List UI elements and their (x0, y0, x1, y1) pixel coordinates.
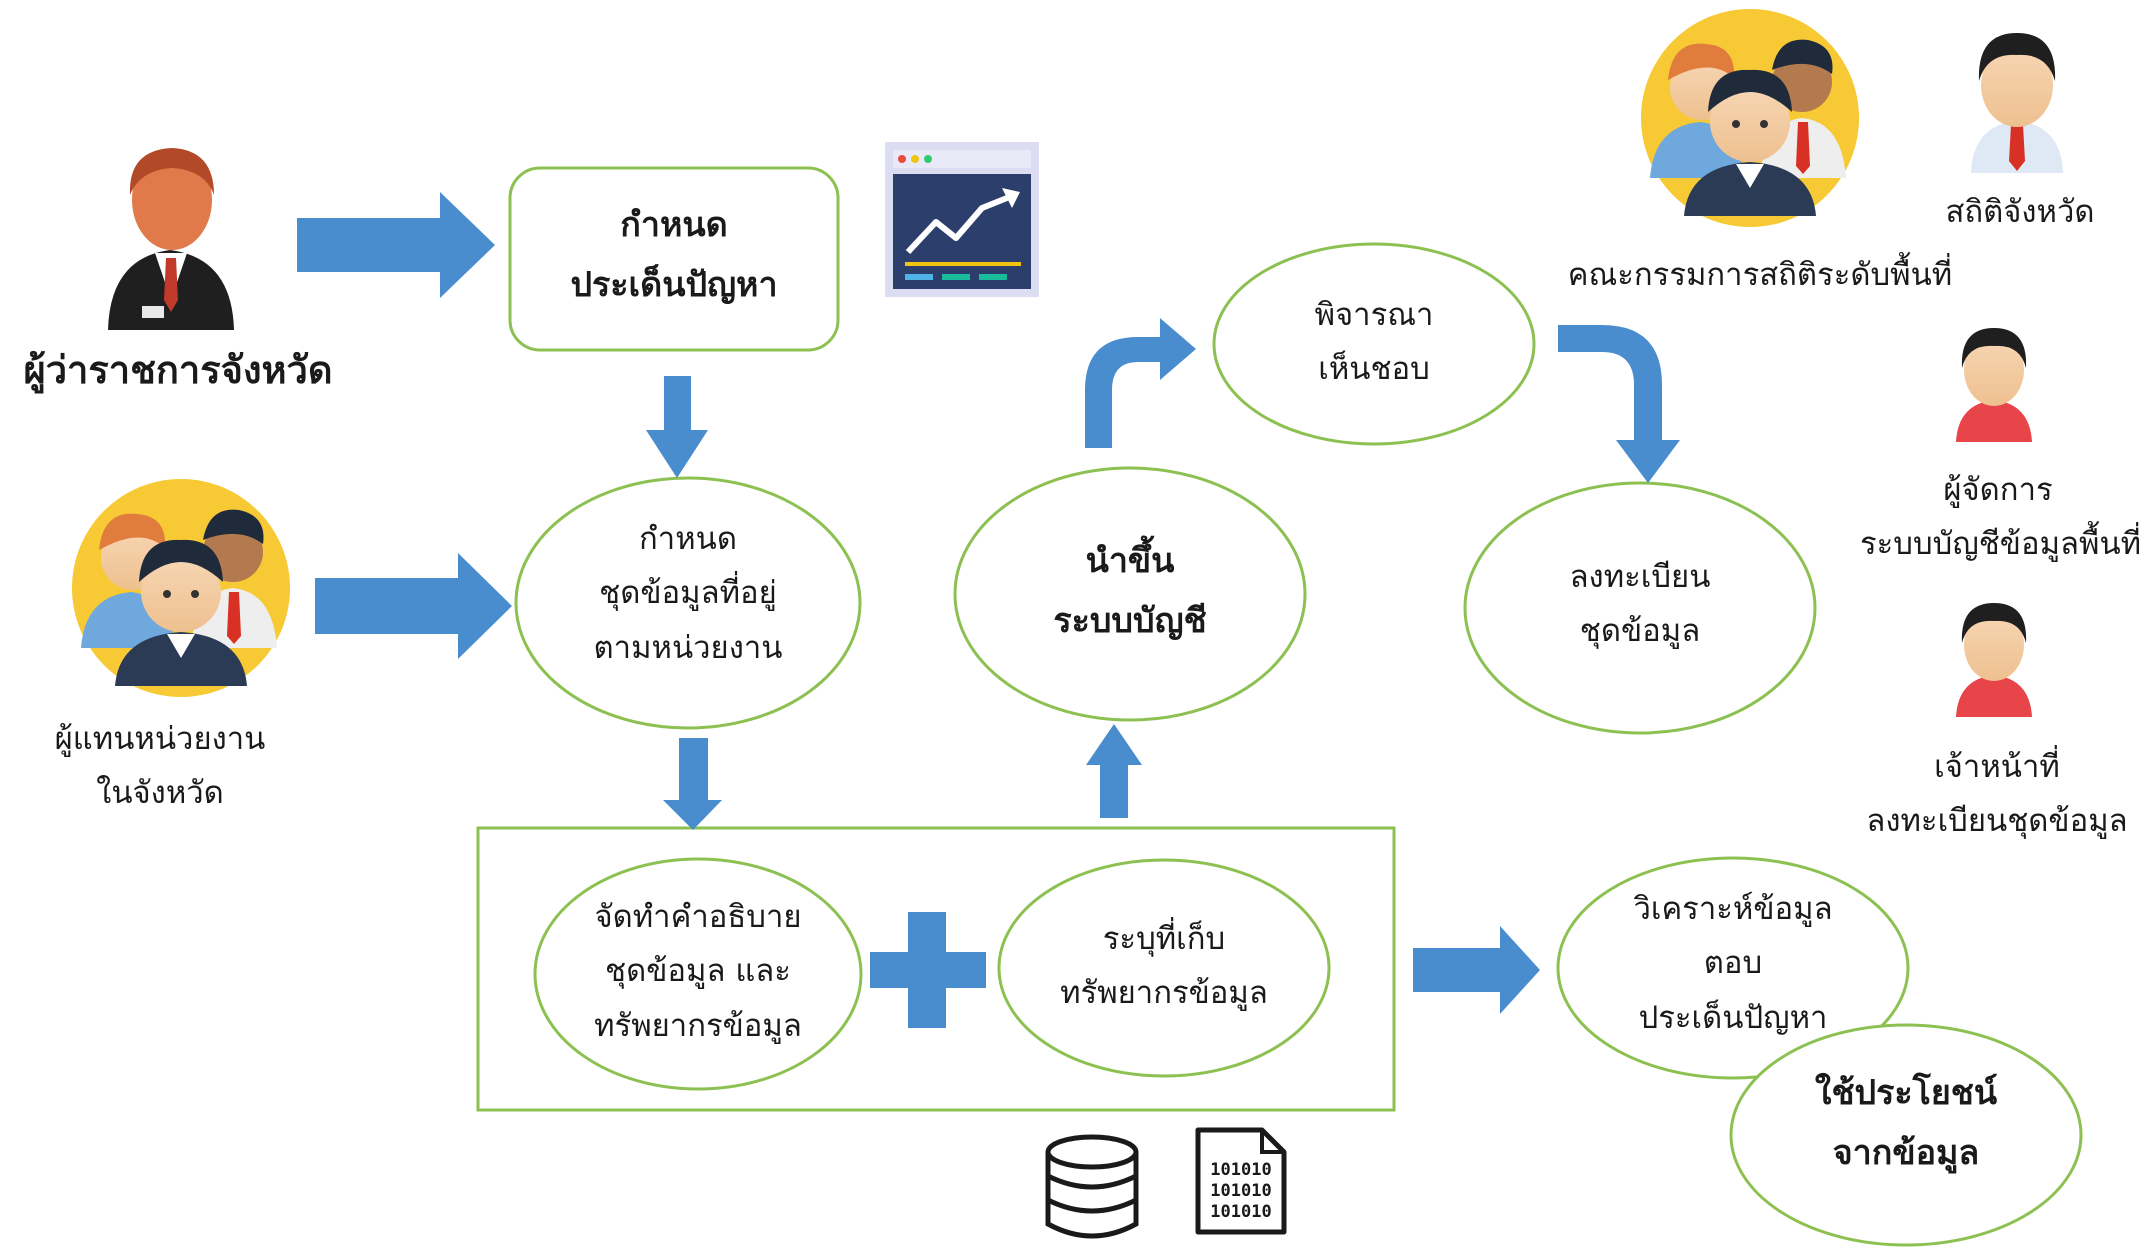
approve-ellipse (1212, 242, 1536, 446)
register-label: ลงทะเบียน ชุดข้อมูล (1569, 559, 1711, 650)
binary-file-icon: 101010 101010 101010 (1195, 1127, 1287, 1235)
arrow-approve-to-register (1558, 325, 1680, 483)
catalog-manager-label: ผู้จัดการ ระบบบัญชีข้อมูลพื้นที่ (1860, 472, 2142, 563)
register-ellipse (1463, 481, 1817, 735)
describe-datasets-ellipse (533, 857, 863, 1091)
chart-dashboard-icon (885, 142, 1039, 297)
arrow-upload-to-approve (1085, 318, 1196, 448)
define-datasets-ellipse (514, 476, 862, 730)
plus-icon (870, 912, 986, 1028)
describe-datasets-label: จัดทำคำอธิบาย ชุดข้อมูล และ ทรัพยากรข้อม… (594, 899, 802, 1044)
binary-line: 101010 (1210, 1181, 1271, 1201)
agency-rep-label: ผู้แทนหน่วยงาน ในจังหวัด (54, 721, 266, 812)
arrow-datasets-to-preparation (663, 738, 722, 830)
man-avatar-icon (1956, 328, 2032, 442)
approve-label: พิจารณา เห็นชอบ (1314, 297, 1434, 388)
analyze-ellipse (1556, 856, 1910, 1080)
arrow-agency-to-datasets (315, 553, 512, 659)
committee-label: คณะกรรมการสถิติระดับพื้นที่ (1567, 257, 1953, 293)
arrow-governor-to-issue (297, 192, 495, 298)
define-datasets-label: กำหนด ชุดข้อมูลที่อยู่ ตามหน่วยงาน (593, 521, 783, 666)
identify-storage-ellipse (997, 858, 1331, 1078)
define-issue-label: กำหนด ประเด็นปัญหา (570, 205, 778, 305)
businessman-avatar-icon (108, 148, 234, 330)
arrow-issue-to-datasets (646, 376, 708, 478)
man-avatar-icon (1971, 33, 2063, 173)
identify-storage-label: ระบุที่เก็บ ทรัพยากรข้อมูล (1060, 921, 1268, 1012)
group-of-people-icon (1641, 9, 1859, 227)
arrow-preparation-to-upload (1086, 724, 1142, 818)
registrar-label: เจ้าหน้าที่ ลงทะเบียนชุดข้อมูล (1866, 749, 2128, 840)
provincial-stats-label: สถิติจังหวัด (1945, 194, 2095, 230)
upload-catalog-ellipse (953, 466, 1307, 722)
database-icon (1045, 1134, 1139, 1239)
governor-label: ผู้ว่าราชการจังหวัด (23, 348, 333, 392)
define-issue-box (508, 166, 840, 352)
upload-catalog-label: นำขึ้น ระบบบัญชี (1053, 541, 1207, 641)
arrow-preparation-to-analyze (1413, 926, 1540, 1014)
binary-line: 101010 (1210, 1202, 1271, 1222)
utilize-label: ใช้ประโยชน์ จากข้อมูล (1814, 1073, 1998, 1173)
utilize-ellipse (1729, 1023, 2083, 1247)
analyze-label: วิเคราะห์ข้อมูล ตอบ ประเด็นปัญหา (1633, 891, 1833, 1036)
group-of-people-icon (72, 479, 290, 697)
binary-line: 101010 (1210, 1160, 1271, 1180)
man-avatar-icon (1956, 603, 2032, 717)
